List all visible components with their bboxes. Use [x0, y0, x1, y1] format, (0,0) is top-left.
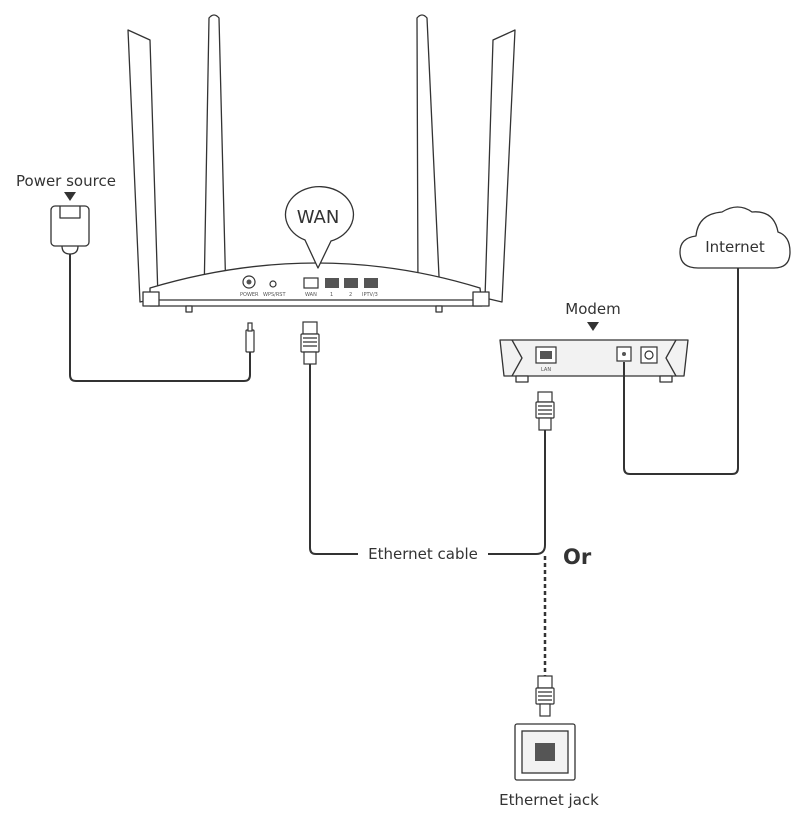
port-label-power: POWER: [240, 292, 259, 298]
modem-ethernet-cable-segment: [488, 430, 546, 555]
internet-label: Internet: [705, 238, 765, 256]
power-cable: [69, 254, 251, 382]
router-lan1-port: [325, 278, 339, 288]
port-label-wan: WAN: [305, 292, 317, 298]
ethernet-jack-label: Ethernet jack: [499, 791, 599, 809]
power-adapter-icon: [50, 205, 90, 255]
cloud-icon: [679, 206, 791, 269]
router-iptv-port: [364, 278, 378, 288]
modem-arrow: [587, 322, 599, 331]
rj45-connector-icon: [535, 675, 555, 717]
internet-cable: [623, 268, 739, 475]
router-lan2-port: [344, 278, 358, 288]
router-icon: [127, 14, 516, 313]
modem-label: Modem: [565, 300, 620, 318]
rj45-connector-icon: [535, 391, 555, 431]
router-wan-port: [303, 277, 319, 289]
power-plug-icon: [245, 322, 255, 353]
wall-jack-icon: [514, 723, 576, 781]
wan-callout-label: WAN: [297, 207, 340, 228]
wan-callout-bubble: [284, 186, 355, 269]
port-label-wps: WPS/RST: [263, 292, 286, 298]
power-source-arrow: [64, 192, 76, 201]
rj45-connector-icon: [300, 321, 320, 365]
ethernet-cable-label: Ethernet cable: [368, 545, 478, 563]
port-label-iptv: IPTV/3: [362, 292, 378, 298]
port-label-lan1: 1: [330, 292, 333, 298]
router-wps-button: [269, 280, 277, 288]
antenna-outer-right: [484, 29, 516, 303]
modem-icon: [499, 339, 689, 383]
port-label-lan2: 2: [349, 292, 352, 298]
power-source-label: Power source: [16, 172, 116, 190]
modem-lan-label: LAN: [541, 367, 551, 373]
antenna-inner-left: [203, 14, 227, 299]
router-ethernet-cable: [309, 364, 358, 555]
or-label: Or: [563, 545, 592, 569]
antenna-outer-left: [127, 29, 159, 303]
antenna-inner-right: [416, 14, 441, 299]
